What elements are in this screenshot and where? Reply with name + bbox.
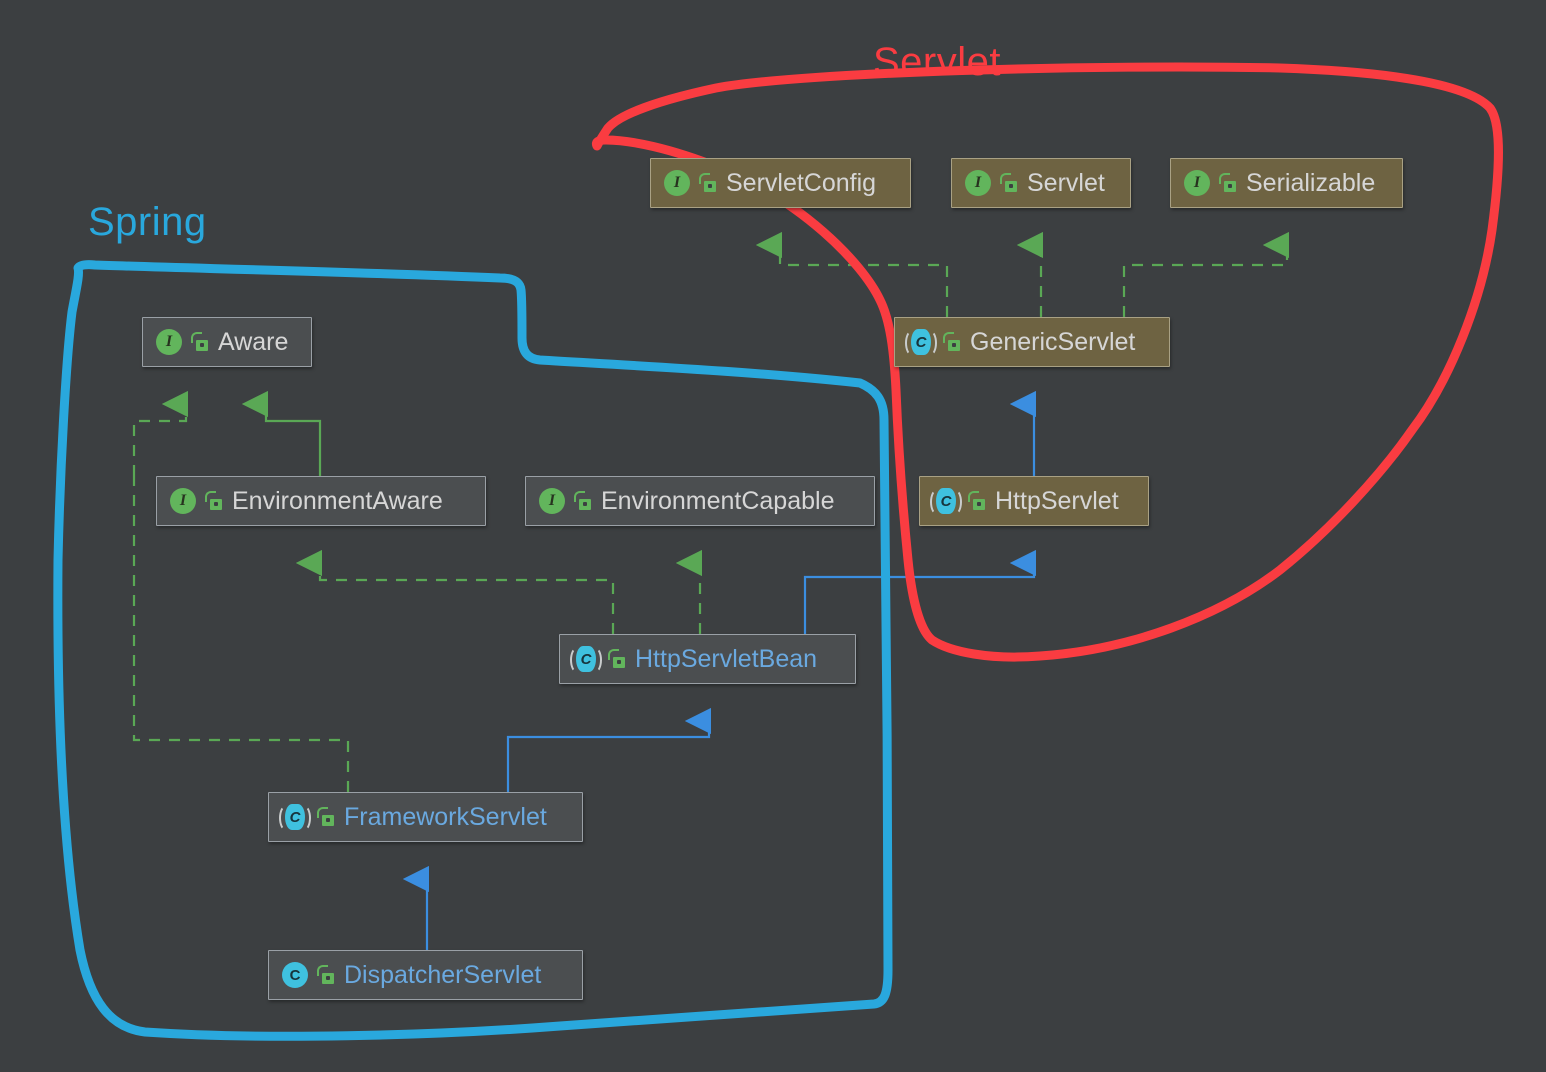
edge-genericservlet-implements-servletconfig bbox=[755, 231, 949, 317]
node-genericservlet[interactable]: C GenericServlet bbox=[894, 317, 1170, 367]
public-unlock-icon bbox=[205, 491, 223, 511]
interface-badge-icon: I bbox=[169, 487, 197, 515]
node-servletconfig[interactable]: I ServletConfig bbox=[650, 158, 911, 208]
node-httpservlet[interactable]: C HttpServlet bbox=[919, 476, 1149, 526]
node-label: FrameworkServlet bbox=[344, 802, 547, 831]
node-label: HttpServlet bbox=[995, 486, 1119, 515]
node-dispatcherservlet[interactable]: C DispatcherServlet bbox=[268, 950, 583, 1000]
edge-environmentaware-extends-aware bbox=[132, 390, 189, 476]
edge-environmentcapable-to-aware bbox=[241, 390, 322, 476]
group-label-spring: Spring bbox=[88, 200, 207, 244]
node-label: GenericServlet bbox=[970, 327, 1136, 356]
edge-httpservletbean-implements-environmentaware bbox=[295, 549, 615, 634]
abstract-class-badge-icon: C bbox=[570, 645, 602, 673]
node-label: HttpServletBean bbox=[635, 644, 818, 673]
node-aware[interactable]: I Aware bbox=[142, 317, 312, 367]
public-unlock-icon bbox=[608, 649, 626, 669]
public-unlock-icon bbox=[574, 491, 592, 511]
node-label: EnvironmentAware bbox=[232, 486, 443, 515]
node-label: Serializable bbox=[1246, 168, 1376, 197]
node-frameworkservlet[interactable]: C FrameworkServlet bbox=[268, 792, 583, 842]
node-environmentcapable[interactable]: I EnvironmentCapable bbox=[525, 476, 875, 526]
node-label: EnvironmentCapable bbox=[601, 486, 835, 515]
public-unlock-icon bbox=[943, 332, 961, 352]
abstract-class-badge-icon: C bbox=[930, 487, 962, 515]
node-label: Aware bbox=[218, 327, 289, 356]
interface-badge-icon: I bbox=[155, 328, 183, 356]
interface-badge-icon: I bbox=[663, 169, 691, 197]
public-unlock-icon bbox=[968, 491, 986, 511]
public-unlock-icon bbox=[317, 807, 335, 827]
edge-genericservlet-implements-serializable bbox=[1122, 231, 1290, 317]
node-serializable[interactable]: I Serializable bbox=[1170, 158, 1403, 208]
interface-badge-icon: I bbox=[538, 487, 566, 515]
abstract-class-badge-icon: C bbox=[905, 328, 937, 356]
node-label: ServletConfig bbox=[726, 168, 877, 197]
public-unlock-icon bbox=[699, 173, 717, 193]
node-servlet[interactable]: I Servlet bbox=[951, 158, 1131, 208]
class-badge-icon: C bbox=[281, 961, 309, 989]
edge-httpservletbean-extends-httpservlet bbox=[803, 549, 1037, 634]
public-unlock-icon bbox=[1000, 173, 1018, 193]
node-label: Servlet bbox=[1027, 168, 1105, 197]
abstract-class-badge-icon: C bbox=[279, 803, 311, 831]
node-label: DispatcherServlet bbox=[344, 960, 542, 989]
public-unlock-icon bbox=[191, 332, 209, 352]
node-httpservletbean[interactable]: C HttpServletBean bbox=[559, 634, 856, 684]
interface-badge-icon: I bbox=[1183, 169, 1211, 197]
node-environmentaware[interactable]: I EnvironmentAware bbox=[156, 476, 486, 526]
public-unlock-icon bbox=[1219, 173, 1237, 193]
public-unlock-icon bbox=[317, 965, 335, 985]
edge-frameworkservlet-extends-httpservletbean bbox=[506, 707, 712, 792]
group-label-servlet: Servlet bbox=[873, 40, 1001, 84]
interface-badge-icon: I bbox=[964, 169, 992, 197]
